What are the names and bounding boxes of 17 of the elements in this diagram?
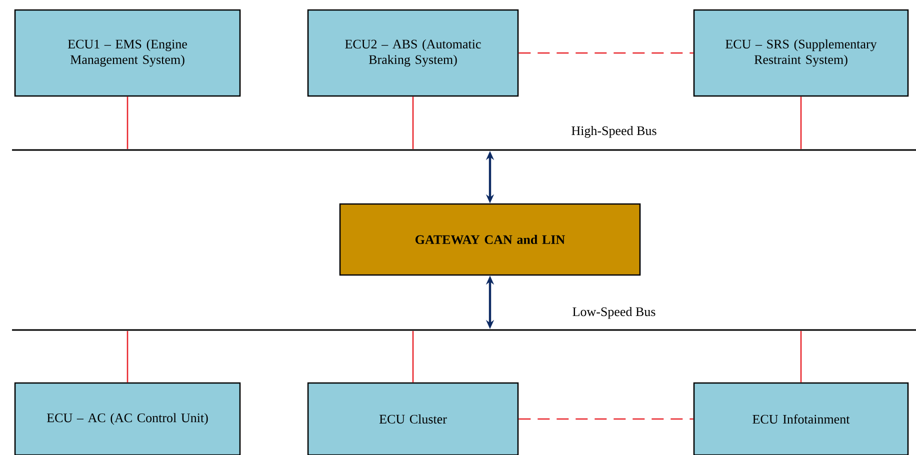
dashed-line <box>518 418 694 420</box>
ecu-box: ECU2 – ABS (Automatic Braking System) <box>307 9 519 97</box>
dashed-line <box>518 52 694 54</box>
connector-line <box>412 331 414 382</box>
connector-line <box>126 96 128 149</box>
connector-line <box>412 96 414 149</box>
ecu-box: ECU Cluster <box>307 382 519 455</box>
connector-line <box>800 331 802 382</box>
ecu-box: ECU – AC (AC Control Unit) <box>14 382 241 455</box>
connector-line <box>800 96 802 149</box>
ecu-box: ECU Infotainment <box>693 382 909 455</box>
bus-line: Low-Speed Bus <box>12 306 916 331</box>
gateway-box: GATEWAY CAN and LIN <box>339 203 641 276</box>
ecu-box: ECU – SRS (Supplementary Restraint System) <box>693 9 909 97</box>
connector-line <box>126 331 128 382</box>
bus-line: High-Speed Bus <box>12 126 916 151</box>
ecu-box: ECU1 – EMS (Engine Management System) <box>14 9 241 97</box>
